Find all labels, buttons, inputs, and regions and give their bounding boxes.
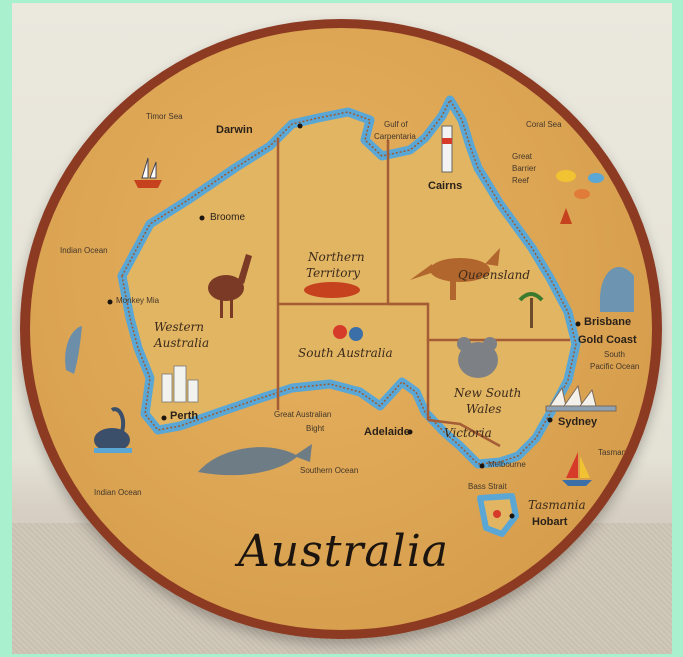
swan-illustration [94, 407, 132, 453]
label-bight: Bight [306, 424, 325, 433]
plate-title: Australia [238, 526, 450, 577]
label-territory: Territory [306, 266, 361, 280]
label-pacific-ocean: Pacific Ocean [590, 362, 640, 371]
city-markers [107, 123, 581, 519]
label-adelaide: Adelaide [364, 426, 410, 438]
opera-house-illustration [545, 384, 617, 412]
souvenir-plate: Timor Sea Darwin Gulf of Carpentaria Cor… [30, 28, 652, 630]
label-tasman-sea: Tasman Sea [598, 448, 643, 457]
label-monkey-mia: Monkey Mia [116, 296, 160, 305]
photo: Timor Sea Darwin Gulf of Carpentaria Cor… [12, 3, 672, 654]
mainland-inner-edge [121, 98, 577, 465]
ball-icon [349, 327, 363, 341]
vic-border [427, 418, 501, 448]
label-hobart: Hobart [532, 516, 568, 528]
label-queensland: Queensland [458, 268, 531, 282]
emu-illustration [208, 254, 252, 318]
label-broome: Broome [210, 212, 246, 223]
label-western: Western [154, 320, 205, 334]
wave-illustration [600, 266, 634, 312]
sailboat-illustration [562, 452, 592, 486]
label-timor-sea: Timor Sea [146, 112, 183, 121]
perth-skyline-illustration [161, 365, 199, 403]
label-great: Great [512, 152, 533, 161]
label-gulf: Gulf of [384, 120, 408, 129]
label-northern: Northern [308, 250, 365, 264]
label-sydney: Sydney [558, 416, 598, 428]
label-carpentaria: Carpentaria [374, 132, 416, 141]
label-coral-sea: Coral Sea [526, 120, 562, 129]
tropical-fish-illustration [556, 170, 604, 224]
whale-illustration [198, 444, 312, 476]
qld-nsw-border [388, 302, 570, 342]
tasmania-marker [493, 510, 501, 518]
ball-icon [333, 325, 347, 339]
label-melbourne: Melbourne [488, 460, 526, 469]
label-indian-ocean: Indian Ocean [60, 246, 108, 255]
label-south: South [604, 350, 625, 359]
koala-illustration [457, 337, 498, 378]
label-reef: Reef [512, 176, 529, 185]
label-brisbane: Brisbane [584, 316, 632, 328]
label-darwin: Darwin [216, 124, 253, 136]
lighthouse-illustration [441, 125, 453, 173]
uluru-illustration [304, 282, 360, 298]
kangaroo-illustration [410, 248, 500, 300]
label-barrier: Barrier [512, 164, 537, 173]
label-indian-ocean-south: Indian Ocean [94, 488, 142, 497]
palm-tree-illustration [518, 292, 544, 328]
label-wales: Wales [466, 402, 502, 416]
australia-map [65, 95, 634, 537]
label-victoria: Victoria [444, 426, 492, 440]
label-western-australia: Australia [154, 336, 210, 350]
label-cairns: Cairns [428, 180, 463, 192]
label-new-south: New South [454, 386, 522, 400]
label-gold-coast: Gold Coast [578, 334, 637, 346]
label-perth: Perth [170, 410, 199, 422]
label-southern-ocean: Southern Ocean [300, 466, 359, 475]
label-great-australian: Great Australian [274, 410, 332, 419]
label-tasmania: Tasmania [528, 498, 586, 512]
label-south-australia: South Australia [298, 346, 393, 360]
dolphin-illustration [65, 326, 82, 374]
label-bass-strait: Bass Strait [468, 482, 507, 491]
ship-illustration [134, 157, 162, 188]
state-borders [276, 138, 570, 448]
